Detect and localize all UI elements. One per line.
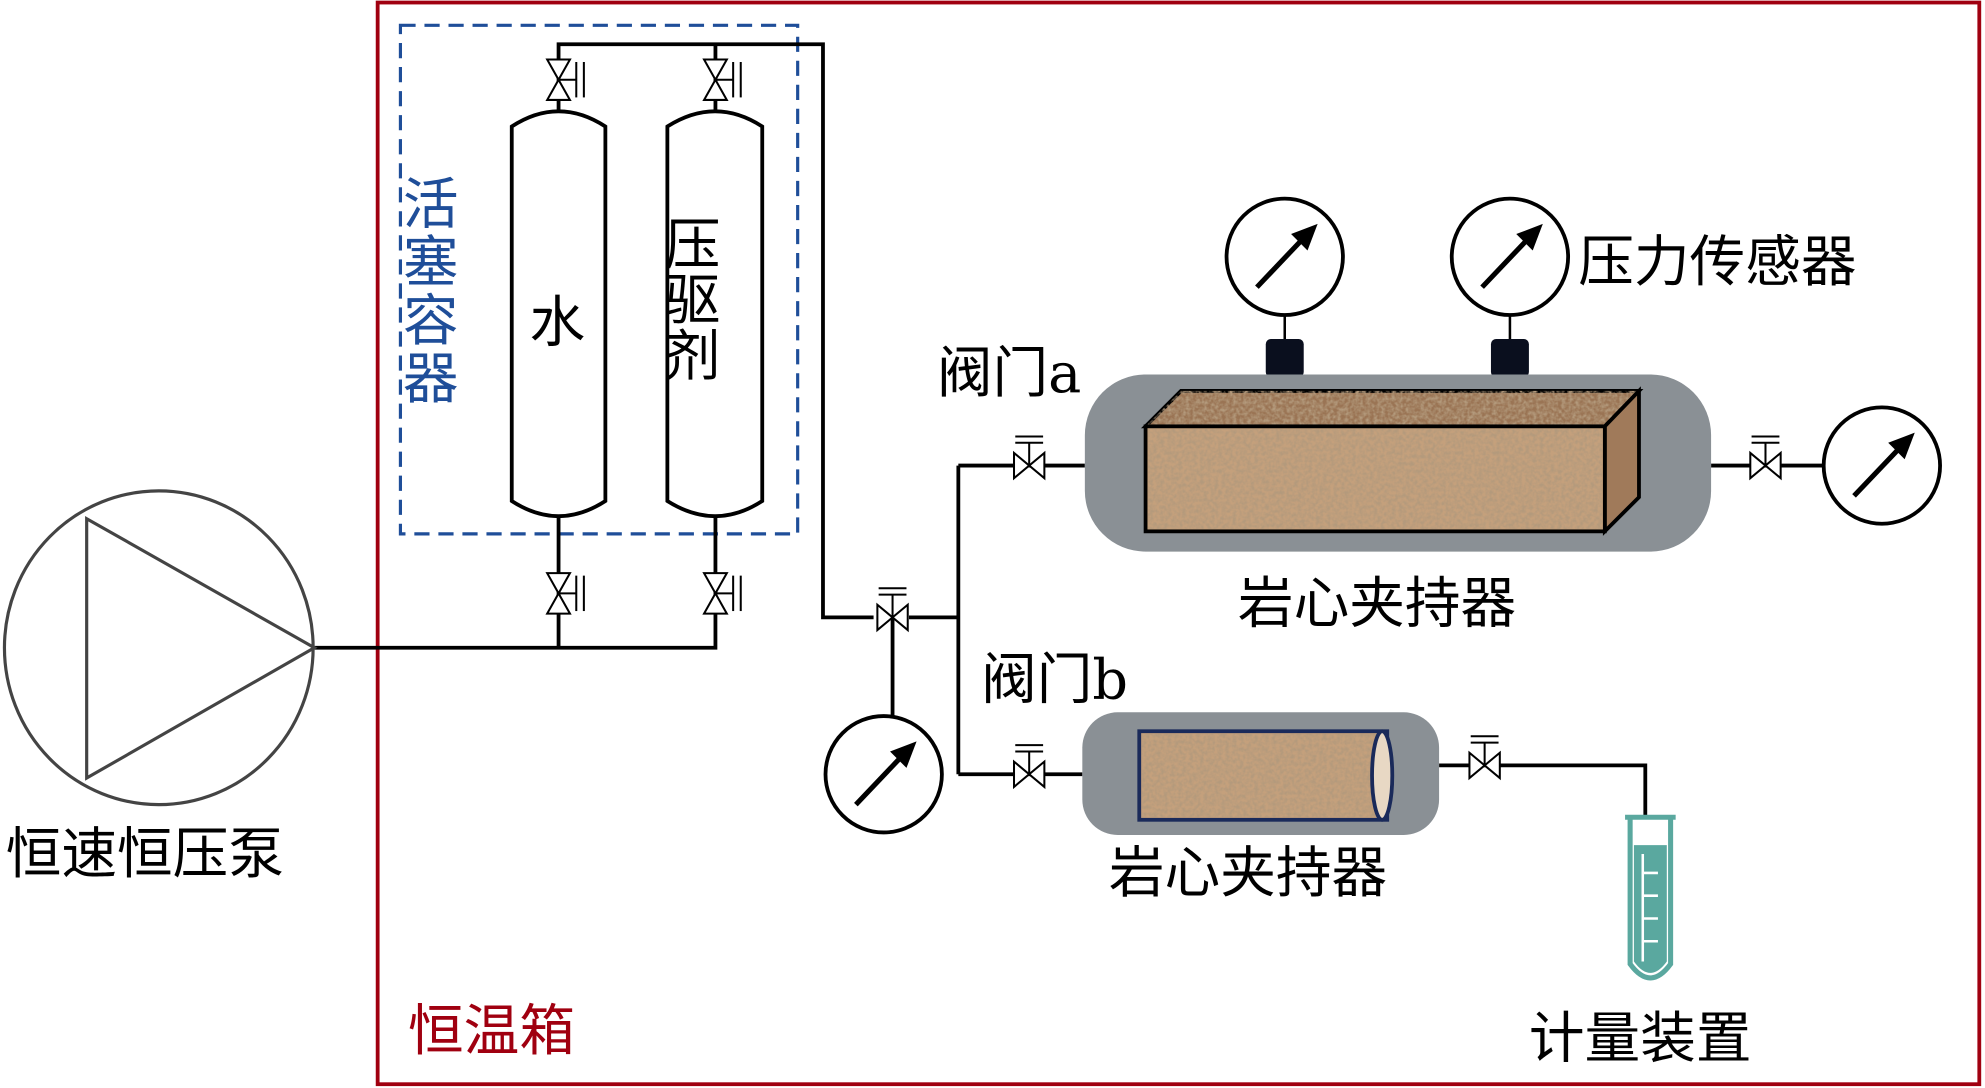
center-pipes — [890, 463, 1085, 777]
svg-text:压驱剂: 压驱剂 — [655, 215, 720, 382]
pressure-gauge-icon — [826, 716, 942, 832]
pump-icon — [2, 489, 318, 807]
pressure-sensor-label: 压力传感器 — [1578, 230, 1856, 295]
pump-label: 恒速恒压泵 — [6, 822, 284, 887]
valve-icon[interactable] — [546, 58, 585, 101]
displacement-agent-cylinder: 压驱剂 — [655, 109, 765, 518]
valve-b-label: 阀门b — [981, 647, 1128, 712]
pressure-gauge-icon — [1227, 199, 1343, 315]
bottom-pipe — [314, 516, 718, 650]
valve-icon[interactable] — [1749, 435, 1782, 480]
water-cylinder: 水 — [509, 109, 608, 518]
oven-label: 恒温箱 — [408, 999, 575, 1064]
oven-border — [375, 0, 1982, 1087]
valve-icon[interactable] — [703, 572, 742, 615]
core-holder-large-label: 岩心夹持器 — [1238, 571, 1516, 636]
metering-device-label: 计量装置 — [1529, 1007, 1752, 1072]
svg-text:水: 水 — [529, 291, 585, 356]
core-holder-large — [1084, 315, 1712, 552]
svg-text:活塞容器: 活塞容器 — [393, 175, 458, 408]
pressure-gauge-icon — [1452, 199, 1568, 315]
piston-container-box — [398, 23, 800, 536]
core-holder-small — [1082, 712, 1440, 835]
core-holder-small-label: 岩心夹持器 — [1109, 841, 1387, 906]
test-tube-icon — [1625, 814, 1676, 981]
valve-a-label: 阀门a — [937, 341, 1081, 406]
pressure-gauge-icon — [1824, 407, 1940, 523]
valve-b[interactable] — [1012, 744, 1046, 788]
valve-icon[interactable] — [1468, 735, 1501, 780]
piston-container-label: 活塞容器 — [393, 175, 458, 408]
valve-icon[interactable] — [703, 58, 742, 101]
valve-a[interactable] — [1012, 435, 1046, 480]
valve-icon[interactable] — [546, 572, 585, 615]
